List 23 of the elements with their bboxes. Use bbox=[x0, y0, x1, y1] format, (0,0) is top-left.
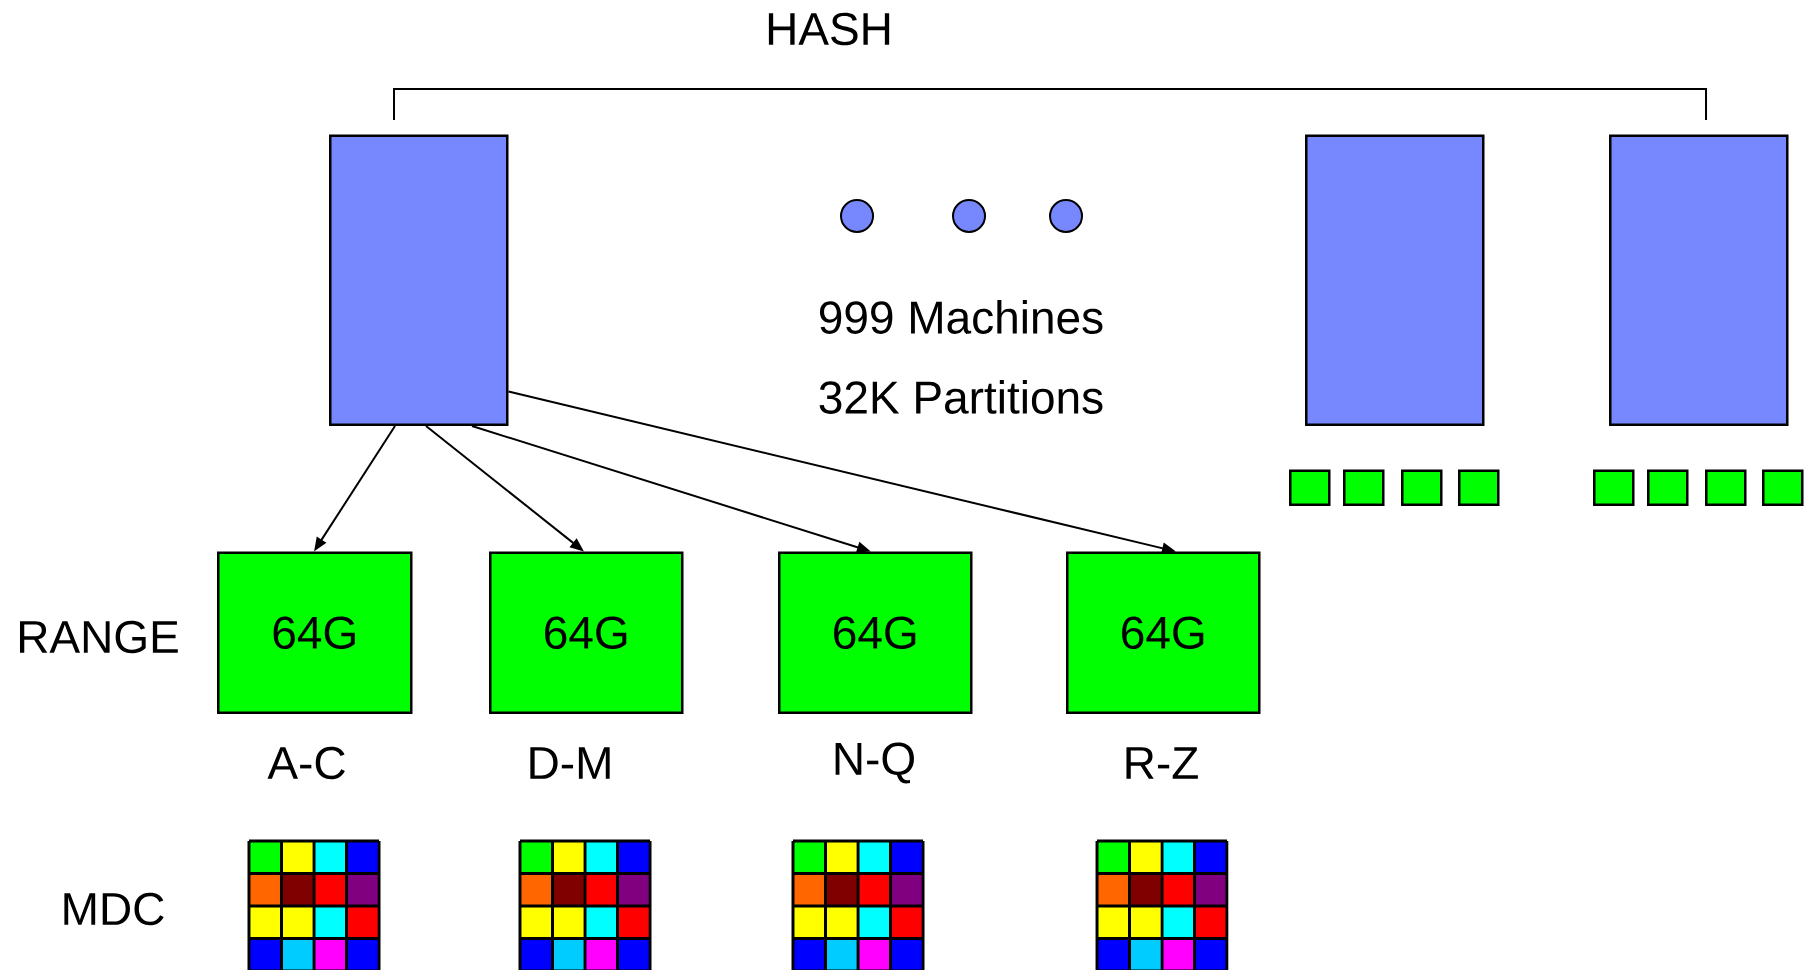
caption-text: 999 Machines bbox=[819, 300, 1103, 334]
partition-box bbox=[1289, 469, 1331, 506]
partition-box bbox=[1705, 469, 1747, 506]
heading: HASH bbox=[768, 12, 890, 46]
row-label: MDC bbox=[64, 892, 164, 926]
range-label: A-C bbox=[267, 746, 345, 780]
partition-box: 64G bbox=[489, 551, 684, 714]
partition-box bbox=[1401, 469, 1443, 506]
partition-box: 64G bbox=[1066, 551, 1261, 714]
range-label: N-Q bbox=[835, 742, 914, 784]
server-box bbox=[1305, 134, 1485, 426]
partition-box: 64G bbox=[778, 551, 973, 714]
partition-box bbox=[1647, 469, 1689, 506]
caption-text: 32K Partitions bbox=[819, 380, 1103, 414]
partition-box bbox=[1593, 469, 1635, 506]
partition-box bbox=[1762, 469, 1804, 506]
partition-box bbox=[1458, 469, 1500, 506]
server-box bbox=[1609, 134, 1789, 426]
range-label: D-M bbox=[530, 747, 610, 779]
server-box bbox=[329, 134, 509, 426]
partition-box: 64G bbox=[217, 551, 413, 714]
range-label: R-Z bbox=[1126, 747, 1198, 779]
partition-box bbox=[1343, 469, 1385, 506]
